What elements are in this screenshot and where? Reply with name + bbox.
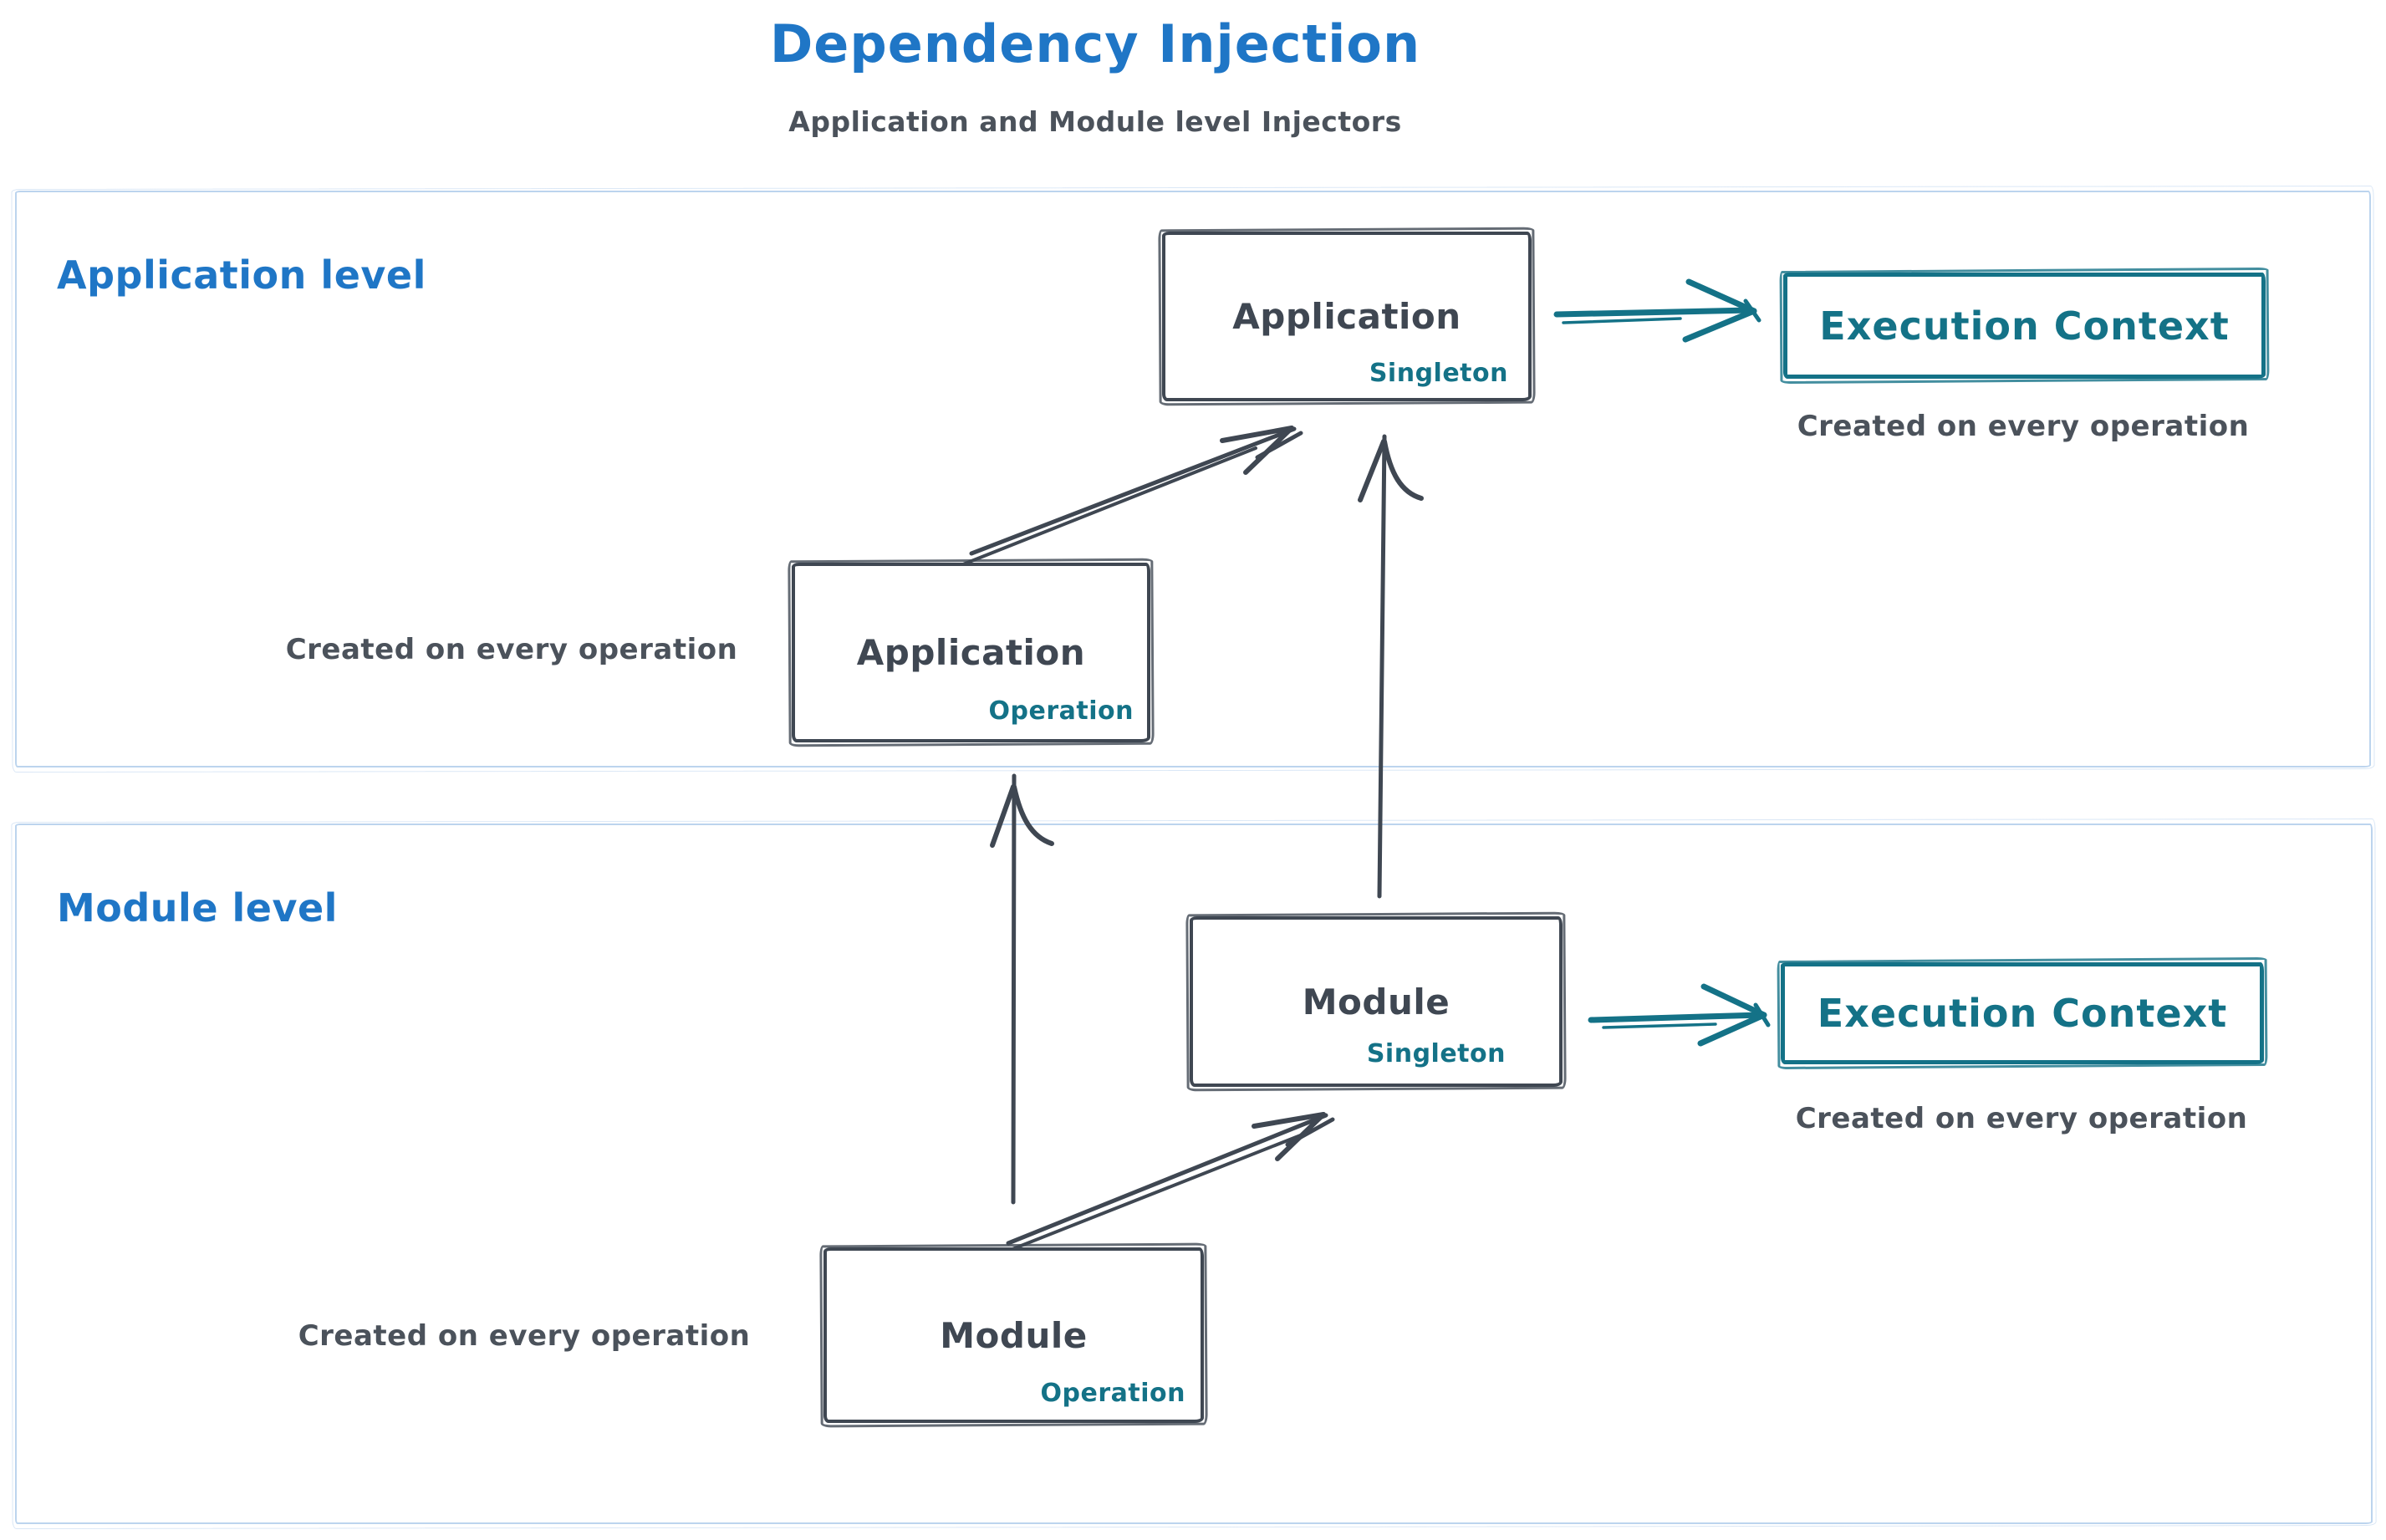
- note-execution-context-application: Created on every operation: [1797, 410, 2250, 443]
- node-title: Module: [1302, 981, 1450, 1022]
- page-title: Dependency Injection: [769, 13, 1421, 74]
- node-scope-label: Singleton: [1366, 1039, 1506, 1068]
- node-title: Module: [940, 1314, 1088, 1356]
- node-execution-context-application: Execution Context: [1783, 273, 2266, 379]
- note-execution-context-module: Created on every operation: [1795, 1102, 2248, 1135]
- node-title: Application: [1232, 296, 1461, 337]
- node-title: Application: [856, 632, 1086, 673]
- node-application-singleton: Application Singleton: [1162, 232, 1532, 401]
- node-application-operation: Application Operation: [792, 563, 1150, 742]
- note-module-operation: Created on every operation: [298, 1319, 751, 1353]
- node-execution-context-module: Execution Context: [1781, 962, 2264, 1064]
- note-application-operation: Created on every operation: [285, 633, 738, 666]
- page-subtitle: Application and Module level Injectors: [788, 105, 1402, 138]
- node-module-operation: Module Operation: [823, 1247, 1204, 1423]
- node-scope-label: Operation: [1040, 1379, 1185, 1408]
- section-module-label: Module level: [57, 885, 338, 931]
- node-title: Execution Context: [1819, 303, 2230, 349]
- node-title: Execution Context: [1817, 991, 2228, 1036]
- section-application-label: Application level: [57, 252, 426, 298]
- node-scope-label: Operation: [988, 696, 1134, 726]
- node-module-singleton: Module Singleton: [1190, 916, 1563, 1087]
- node-scope-label: Singleton: [1369, 359, 1508, 388]
